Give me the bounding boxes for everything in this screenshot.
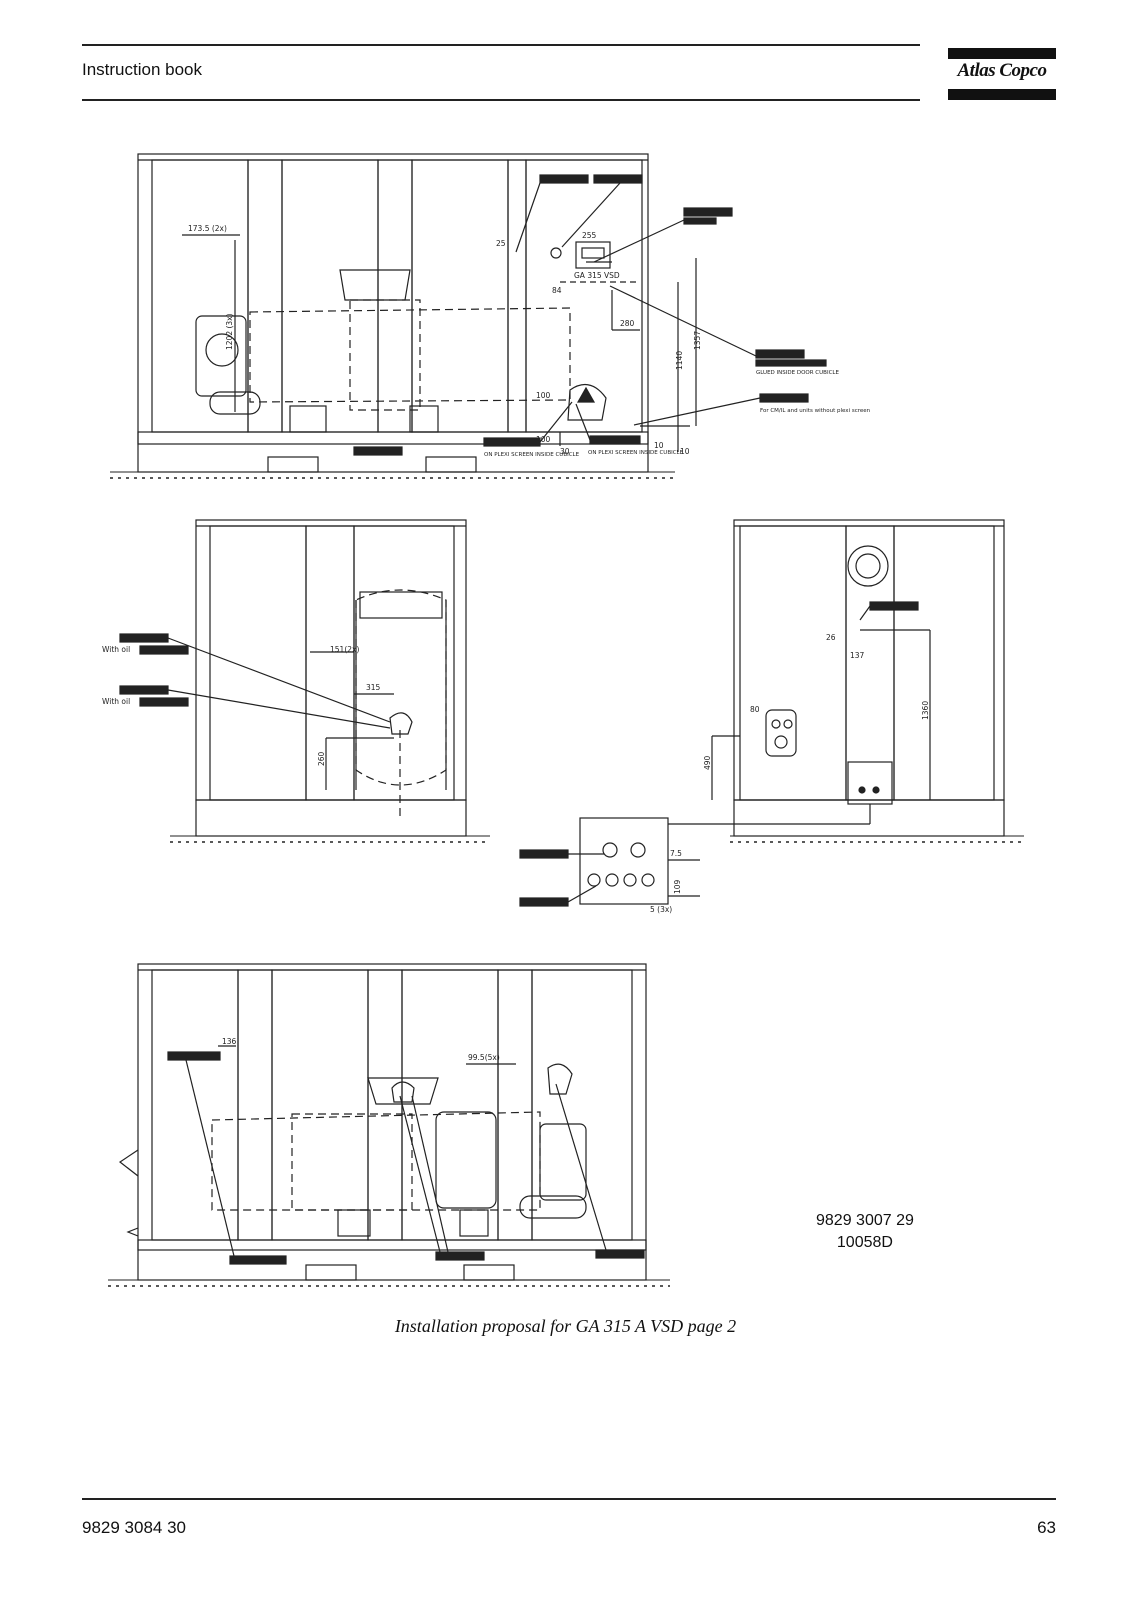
page-number: 63 <box>1037 1518 1056 1537</box>
note-plexi-1: ON PLEXI SCREEN INSIDE CUBICLE <box>484 452 580 458</box>
figure-caption: Installation proposal for GA 315 A VSD p… <box>394 1316 737 1336</box>
header-title: Instruction book <box>82 60 203 79</box>
front-view <box>110 153 827 479</box>
logo-text: Atlas Copco <box>957 60 1047 81</box>
dim-1202: 1202 (3x) <box>225 313 234 350</box>
with-oil-2: With oil <box>102 697 130 706</box>
atlas-copco-logo: Atlas Copco <box>948 48 1056 100</box>
dim-151: 151(2x) <box>330 645 359 654</box>
drawing-reference: 9829 3007 29 10058D <box>816 1210 914 1254</box>
dim-1357: 1357 <box>693 331 702 350</box>
dim-99-5: 99.5(5x) <box>468 1053 500 1062</box>
with-oil-1: With oil <box>102 645 130 654</box>
dim-80: 80 <box>750 705 760 714</box>
side-view-left-labels: With oil With oil 151(2x) 315 260 <box>102 645 381 766</box>
dim-100-b: 100 <box>536 435 551 444</box>
footer-doc-id: 9829 3084 30 <box>82 1518 186 1537</box>
dim-25: 25 <box>496 239 506 248</box>
dim-7-5: 7.5 <box>670 849 682 858</box>
dim-137: 137 <box>850 651 865 660</box>
dim-10-a: 10 <box>654 441 664 450</box>
rear-view <box>108 963 670 1287</box>
dim-100-a: 100 <box>536 391 551 400</box>
dim-84: 84 <box>552 286 562 295</box>
dim-136: 136 <box>222 1037 237 1046</box>
side-view-left <box>119 519 490 843</box>
dim-260: 260 <box>317 751 326 766</box>
dim-5: 5 (3x) <box>650 905 672 914</box>
dim-1140: 1140 <box>675 351 684 370</box>
dim-280: 280 <box>620 319 635 328</box>
header-rule-top <box>82 44 920 46</box>
note-cm: For CM/IL and units without plexi screen <box>760 408 871 414</box>
dim-1360: 1360 <box>921 701 930 720</box>
dim-173-5: 173.5 (2x) <box>188 224 227 233</box>
dim-26: 26 <box>826 633 836 642</box>
rear-view-labels: 136 99.5(5x) <box>222 1037 500 1062</box>
side-view-right <box>668 519 1024 843</box>
note-plexi-2: ON PLEXI SCREEN INSIDE CUBICLE <box>588 450 684 456</box>
dim-255: 255 <box>582 231 597 240</box>
dim-10-b: 10 <box>680 447 690 456</box>
connection-detail-labels: 7.5 109 5 (3x) <box>650 849 682 914</box>
dim-109: 109 <box>673 879 682 894</box>
connection-detail <box>519 817 700 907</box>
side-view-right-labels: 26 137 1360 80 490 <box>703 633 930 770</box>
dim-315: 315 <box>366 683 381 692</box>
drawing-code: 10058D <box>836 1234 893 1251</box>
model-plate: GA 315 VSD <box>574 271 620 280</box>
dim-490: 490 <box>703 755 712 770</box>
front-view-labels: 173.5 (2x) 25 255 84 280 GA 315 VSD 1140… <box>188 224 871 458</box>
dim-30: 30 <box>560 447 570 456</box>
drawing-number: 9829 3007 29 <box>816 1212 914 1229</box>
header-rule-bottom <box>82 99 920 101</box>
footer-rule <box>82 1498 1056 1500</box>
note-inside: GLUED INSIDE DOOR CUBICLE <box>756 370 839 376</box>
